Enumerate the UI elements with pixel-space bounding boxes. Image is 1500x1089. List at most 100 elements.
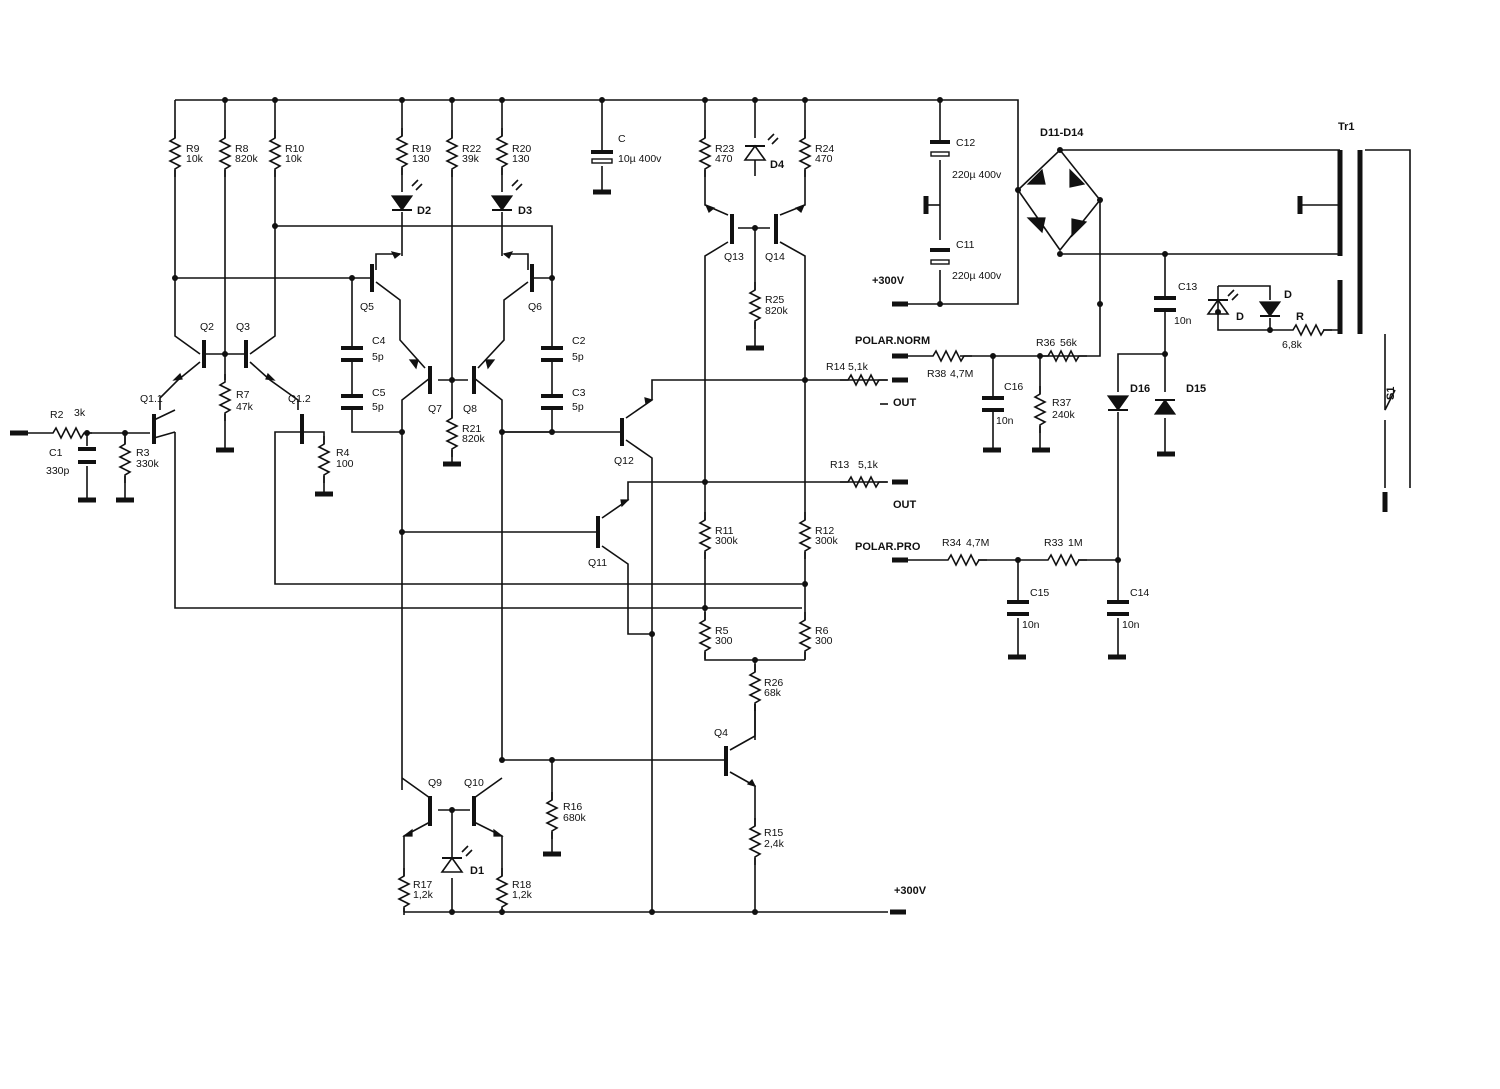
label-Q1-2: Q1.2: [288, 393, 311, 405]
label-C12: C12: [956, 137, 975, 149]
value-R19: 130: [412, 153, 430, 165]
label-C16: C16: [1004, 381, 1023, 393]
label-C14: C14: [1130, 587, 1149, 599]
value-R18: 1,2k: [512, 889, 533, 901]
value-C1: 330p: [46, 465, 70, 477]
label-R9: R9: [186, 143, 200, 155]
value-R11: 300k: [715, 535, 739, 547]
label-out-1: OUT: [893, 397, 917, 409]
label-Q1-1: Q1.1: [140, 393, 163, 405]
value-R33: 1M: [1068, 537, 1083, 549]
value-R3: 330k: [136, 458, 160, 470]
label-Q3: Q3: [236, 321, 250, 333]
label-R13: R13: [830, 459, 849, 471]
value-R20: 130: [512, 153, 530, 165]
wiring: [12, 99, 1411, 913]
label-R18: R18: [512, 879, 531, 891]
value-C2: 5p: [572, 351, 584, 363]
junctions: [84, 97, 1273, 915]
label-Q10: Q10: [464, 777, 484, 789]
label-plus300-bottom: +300V: [894, 885, 927, 897]
label-R12: R12: [815, 525, 834, 537]
value-R17: 1,2k: [413, 889, 434, 901]
label-R11: R11: [715, 525, 734, 537]
value-R21: 820k: [462, 433, 486, 445]
value-R6: 300: [815, 635, 833, 647]
value-R16: 680k: [563, 812, 587, 824]
transformer: [1300, 150, 1363, 334]
value-C: 10µ 400v: [618, 153, 662, 165]
value-C11: 220µ 400v: [952, 270, 1002, 282]
label-Q12: Q12: [614, 455, 634, 467]
label-D-led: D: [1236, 311, 1244, 323]
label-R10: R10: [285, 143, 304, 155]
label-R8: R8: [235, 143, 249, 155]
label-R19: R19: [412, 143, 431, 155]
label-R16: R16: [563, 801, 582, 813]
value-C16: 10n: [996, 415, 1014, 427]
label-R7: R7: [236, 389, 250, 401]
label-R3: R3: [136, 447, 150, 459]
ground-and-terminals: [10, 189, 1388, 915]
label-Q7: Q7: [428, 403, 442, 415]
label-R36: R36: [1036, 337, 1055, 349]
label-R14: R14: [826, 361, 845, 373]
label-Q4: Q4: [714, 727, 728, 739]
label-R34: R34: [942, 537, 961, 549]
label-Q13: Q13: [724, 251, 744, 263]
label-Q5: Q5: [360, 301, 374, 313]
label-Q6: Q6: [528, 301, 542, 313]
label-R: R: [1296, 311, 1304, 323]
label-Q2: Q2: [200, 321, 214, 333]
value-R26: 68k: [764, 687, 782, 699]
label-C5: C5: [372, 387, 386, 399]
label-Q14: Q14: [765, 251, 785, 263]
label-D: D: [1284, 289, 1292, 301]
labels: R9 10k R8 820k R10 10k R19 130 R22 39k R…: [46, 121, 1397, 901]
value-R37: 240k: [1052, 409, 1076, 421]
label-R4: R4: [336, 447, 350, 459]
label-D4: D4: [770, 159, 785, 171]
label-C13: C13: [1178, 281, 1197, 293]
value-R8: 820k: [235, 153, 259, 165]
label-R33: R33: [1044, 537, 1063, 549]
value-C13: 10n: [1174, 315, 1192, 327]
value-R38: 4,7M: [950, 368, 973, 380]
label-Q11: Q11: [588, 557, 607, 569]
value-R34: 4,7M: [966, 537, 989, 549]
value-C4: 5p: [372, 351, 384, 363]
label-C: C: [618, 133, 626, 145]
value-R15: 2,4k: [764, 838, 785, 850]
label-polar-pro: POLAR.PRO: [855, 541, 921, 553]
label-D15: D15: [1186, 383, 1206, 395]
label-out-2: OUT: [893, 499, 917, 511]
label-R22: R22: [462, 143, 481, 155]
value-C3: 5p: [572, 401, 584, 413]
value-R36: 56k: [1060, 337, 1078, 349]
transistors: [152, 203, 806, 837]
label-D16: D16: [1130, 383, 1150, 395]
label-R21: R21: [462, 423, 481, 435]
value-R25: 820k: [765, 305, 789, 317]
label-C3: C3: [572, 387, 586, 399]
label-D2: D2: [417, 205, 431, 217]
value-C5: 5p: [372, 401, 384, 413]
value-C12: 220µ 400v: [952, 169, 1002, 181]
value-R12: 300k: [815, 535, 839, 547]
value-R13: 5,1k: [858, 459, 879, 471]
label-C2: C2: [572, 335, 586, 347]
value-C15: 10n: [1022, 619, 1040, 631]
label-R5: R5: [715, 625, 729, 637]
value-R10: 10k: [285, 153, 303, 165]
value-R22: 39k: [462, 153, 480, 165]
label-R37: R37: [1052, 397, 1071, 409]
label-R2: R2: [50, 409, 64, 421]
value-R2: 3k: [74, 407, 86, 419]
value-R: 6,8k: [1282, 339, 1303, 351]
value-R23: 470: [715, 153, 733, 165]
label-R15: R15: [764, 827, 783, 839]
label-plus300-top: +300V: [872, 275, 905, 287]
label-D3: D3: [518, 205, 532, 217]
label-R26: R26: [764, 677, 783, 689]
